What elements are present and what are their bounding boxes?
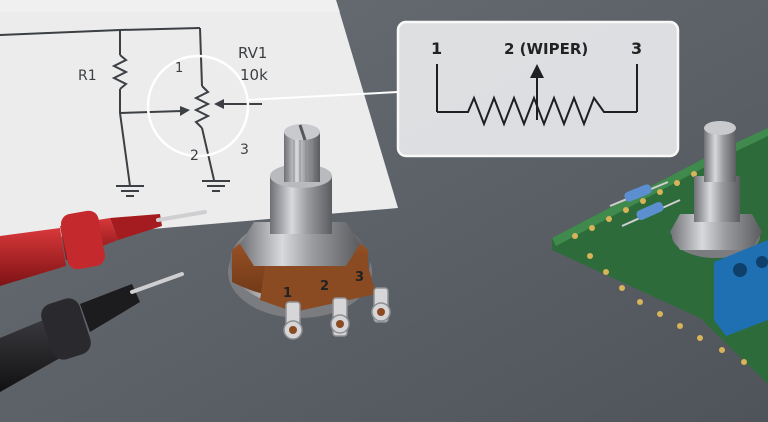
schematic-paper: R1 RV1 10k 1 2 3	[0, 0, 399, 242]
pot-pin1-label: 1	[283, 286, 292, 301]
schematic-pin3: 3	[240, 142, 249, 158]
terminal-block	[714, 240, 768, 336]
pcb-board	[552, 121, 768, 384]
pcb-potentiometer	[670, 121, 762, 258]
r1-label: R1	[78, 68, 97, 84]
magnify-circle	[146, 54, 250, 158]
rv1-value: 10k	[240, 66, 268, 84]
red-probe	[0, 210, 207, 286]
callout-leader-line	[247, 91, 399, 101]
wiper-arrow-icon	[530, 64, 544, 78]
wiper-callout: 1 2 (WIPER) 3	[396, 20, 680, 158]
potentiometer: 1 2 3	[228, 124, 391, 340]
resistor-blue-1	[609, 181, 669, 207]
callout-pin1: 1	[431, 39, 442, 58]
pot-pin3-label: 3	[355, 270, 364, 285]
pot-pin2-label: 2	[320, 279, 329, 294]
schematic-pin1: 1	[175, 61, 183, 76]
callout-pin3: 3	[631, 39, 642, 58]
callout-pin2-wiper: 2 (WIPER)	[504, 40, 588, 58]
black-probe	[0, 272, 184, 392]
resistor-blue-2	[621, 199, 681, 227]
schematic-pin2: 2	[190, 148, 199, 164]
rv1-label: RV1	[238, 44, 267, 62]
